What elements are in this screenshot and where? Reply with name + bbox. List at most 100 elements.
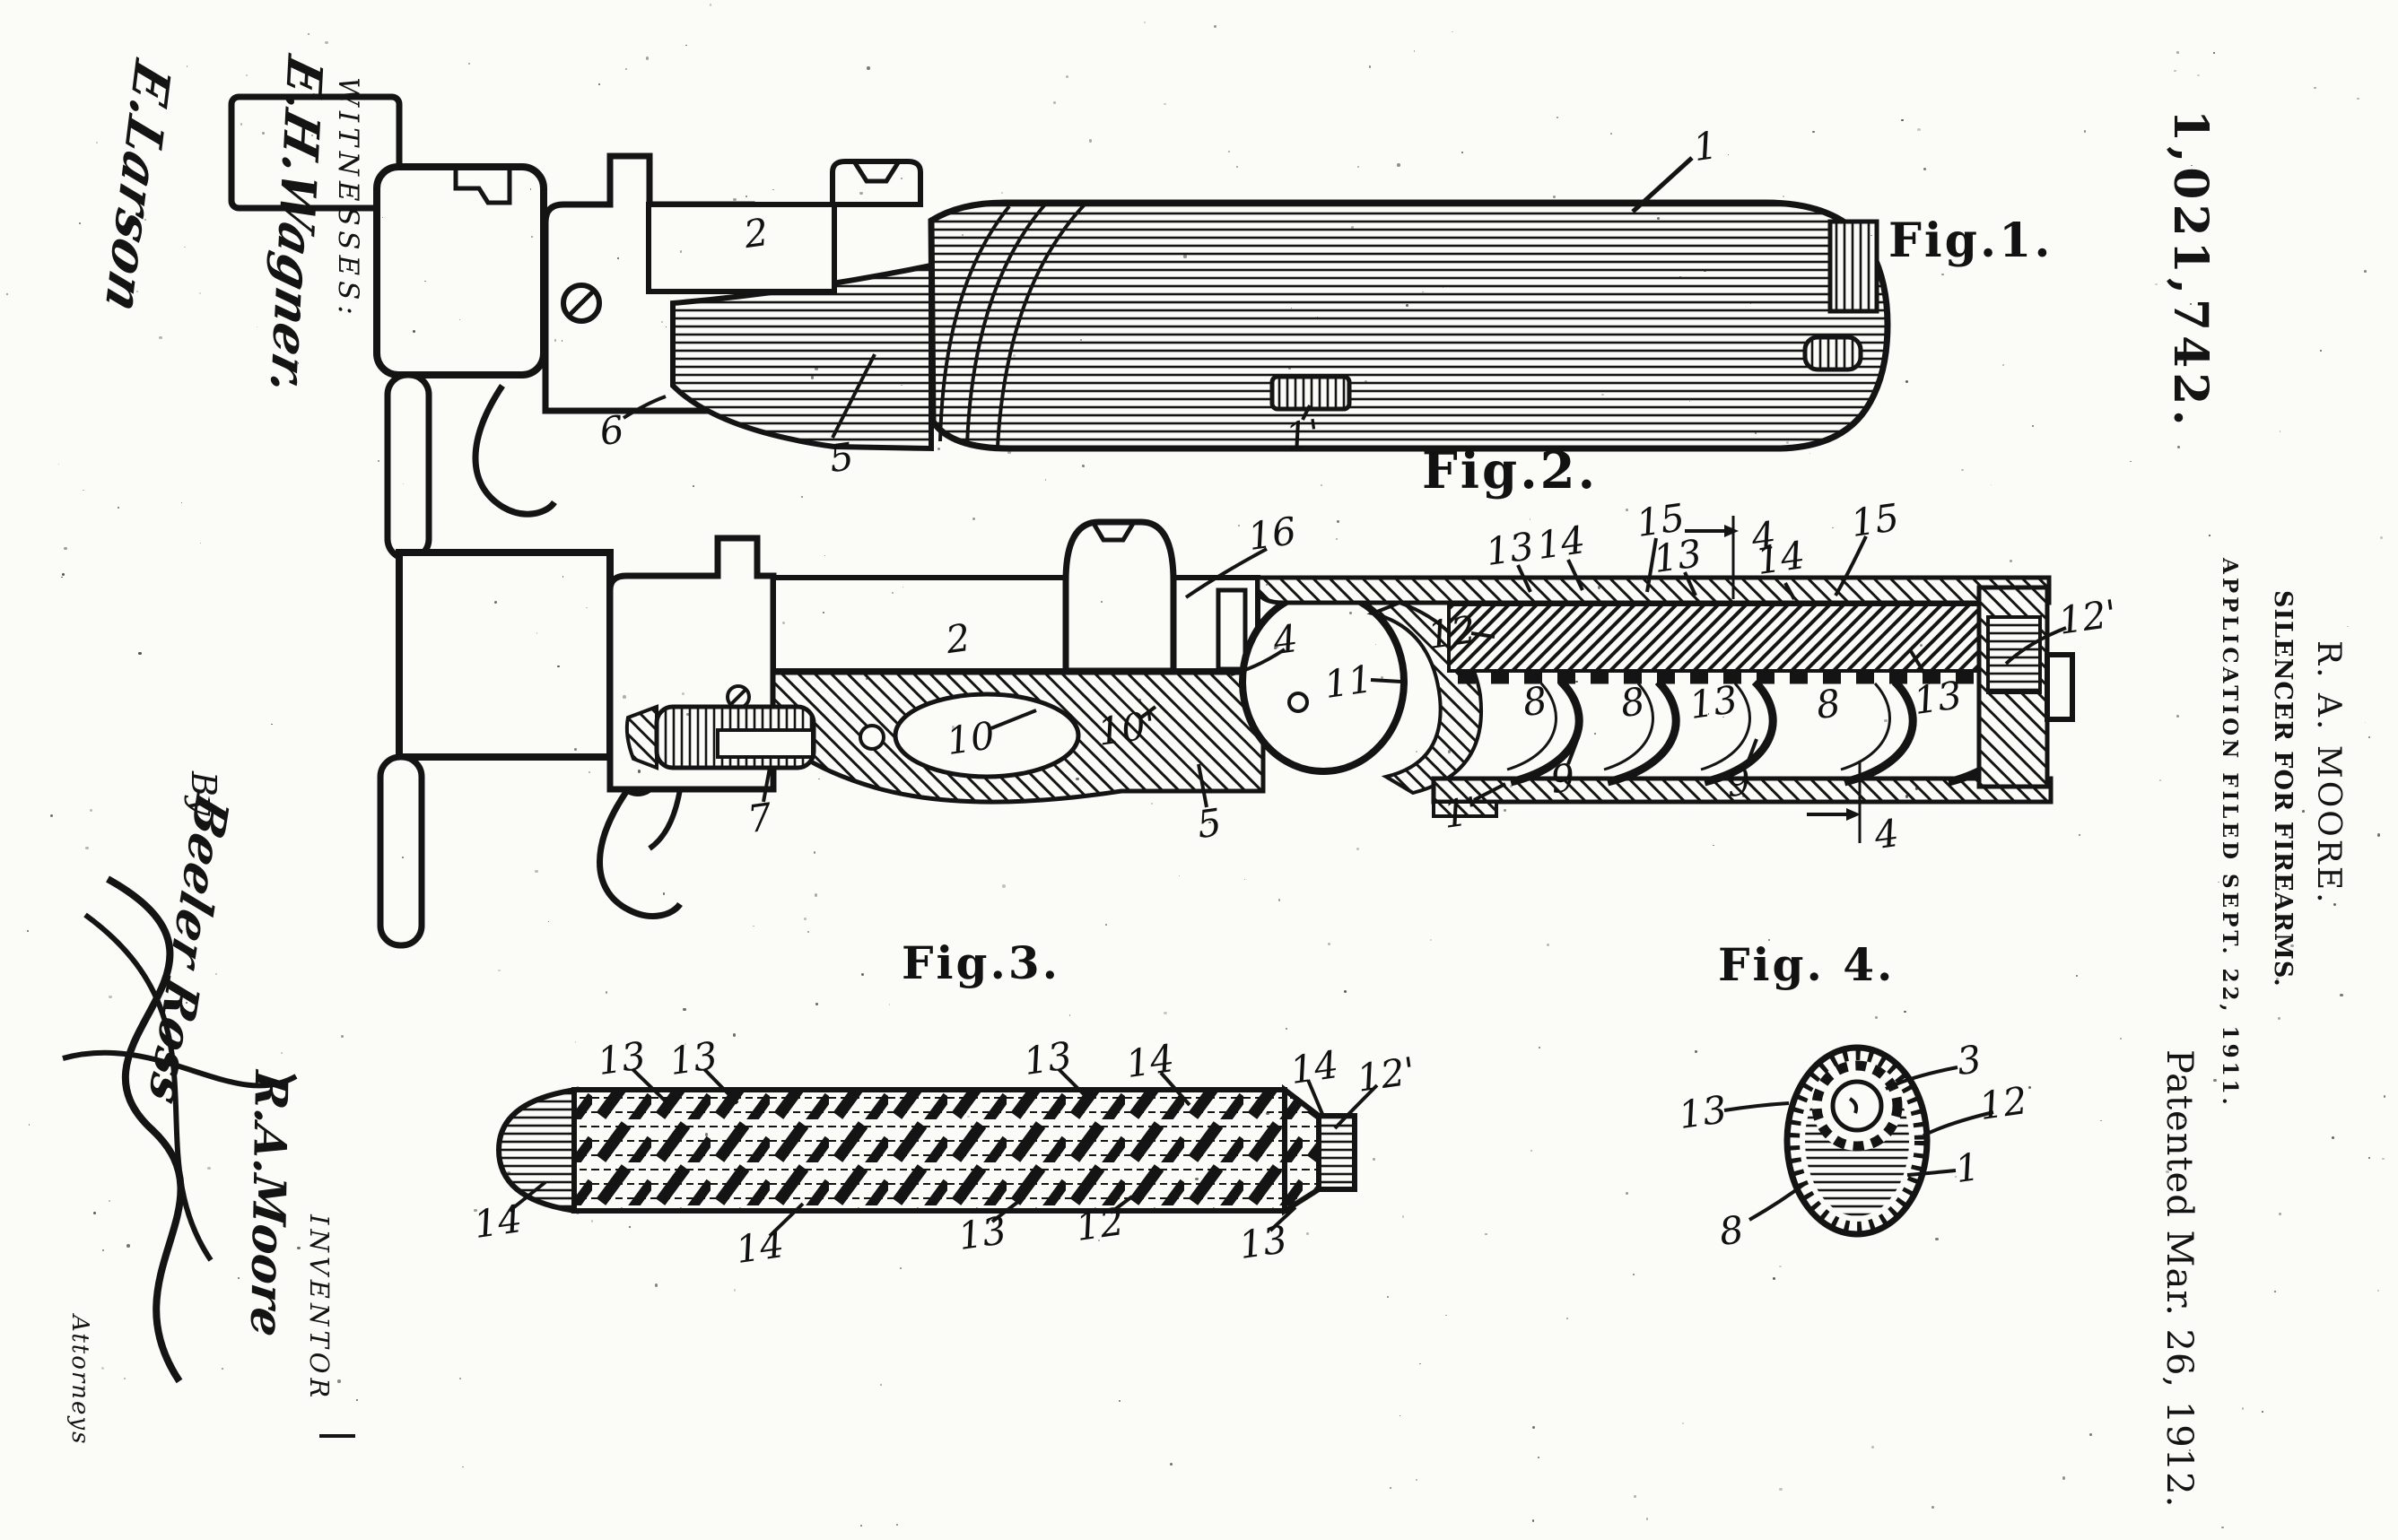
speckle xyxy=(1002,884,1006,888)
speckle xyxy=(2009,559,2013,563)
speckle xyxy=(1504,809,1507,813)
speckle xyxy=(1076,777,1079,781)
speckle xyxy=(2356,97,2359,100)
speckle xyxy=(1785,441,1789,444)
speckle xyxy=(972,518,975,521)
speckle xyxy=(1485,1232,1487,1236)
speckle xyxy=(423,280,426,283)
speckle xyxy=(1243,878,1246,881)
speckle xyxy=(662,892,666,896)
speckle xyxy=(61,572,65,577)
speckle xyxy=(1703,268,1706,272)
speckle xyxy=(1546,944,1550,947)
ref-numeral-13: 13 xyxy=(955,1208,1009,1258)
speckle xyxy=(625,68,628,71)
speckle xyxy=(458,1378,461,1380)
speckle xyxy=(1901,118,1904,122)
speckle xyxy=(2190,303,2192,305)
speckle xyxy=(1905,795,1909,798)
speckle xyxy=(2274,774,2279,778)
speckle xyxy=(1422,291,1425,293)
ref-numeral-10': 10' xyxy=(1094,702,1159,754)
speckle xyxy=(1657,216,1661,220)
speckle xyxy=(378,459,380,462)
ref-numeral-12: 12 xyxy=(1976,1078,2030,1128)
speckle xyxy=(1164,1011,1167,1014)
speckle xyxy=(79,222,81,224)
speckle xyxy=(1013,354,1016,358)
speckle xyxy=(1553,196,1557,199)
inventor-signature: R.A.Moore xyxy=(240,1068,298,1340)
speckle xyxy=(126,1244,130,1248)
speckle xyxy=(1208,821,1211,824)
speckle xyxy=(1000,191,1003,195)
speckle xyxy=(807,931,810,934)
inventor-name-line: R. A. MOORE. xyxy=(2310,640,2347,906)
speckle xyxy=(1290,307,1293,309)
speckle xyxy=(1537,1456,1540,1458)
speckle xyxy=(888,1004,891,1005)
speckle xyxy=(474,1208,477,1213)
speckle xyxy=(1549,212,1552,214)
speckle xyxy=(597,83,601,86)
speckle xyxy=(2031,424,2035,428)
speckle xyxy=(2278,1017,2280,1020)
speckle xyxy=(1430,939,1432,942)
speckle xyxy=(2079,833,2081,836)
speckle xyxy=(2228,853,2232,857)
speckle xyxy=(2376,833,2381,837)
speckle xyxy=(1088,139,1092,143)
speckle xyxy=(733,197,737,202)
speckle xyxy=(865,677,868,680)
speckle xyxy=(1941,273,1944,276)
inventor-heading: INVENTOR xyxy=(304,1214,335,1403)
speckle xyxy=(1811,130,1815,134)
figure-1-drawing xyxy=(228,93,1891,562)
speckle xyxy=(1779,1265,1782,1267)
speckle xyxy=(1442,286,1444,288)
ref-numeral-13: 13 xyxy=(1236,1217,1290,1267)
speckle xyxy=(815,367,818,370)
speckle xyxy=(867,66,870,70)
speckle xyxy=(896,1523,899,1526)
speckle xyxy=(1626,509,1629,512)
speckle xyxy=(1865,978,1869,981)
speckle xyxy=(238,1276,240,1279)
speckle xyxy=(813,851,815,854)
figure-3-label: Fig.3. xyxy=(902,936,1061,989)
speckle xyxy=(1316,317,1318,318)
ref-numeral-1': 1' xyxy=(1282,411,1323,459)
speckle xyxy=(1380,675,1383,680)
figure-4-drawing xyxy=(1723,1044,1994,1238)
speckle xyxy=(109,1199,111,1202)
speckle xyxy=(2209,535,2211,536)
speckle xyxy=(1626,1192,1628,1195)
speckle xyxy=(136,290,139,292)
speckle xyxy=(2333,902,2336,906)
speckle xyxy=(618,155,620,158)
speckle xyxy=(590,1220,594,1223)
speckle xyxy=(1406,304,1408,307)
speckle xyxy=(2279,1213,2282,1216)
speckle xyxy=(1990,483,1993,486)
speckle xyxy=(891,592,894,595)
speckle xyxy=(1356,847,1359,850)
speckle xyxy=(325,40,328,45)
speckle xyxy=(1773,1277,1775,1281)
speckle xyxy=(1183,255,1187,258)
speckle xyxy=(271,723,273,726)
ref-numeral-14: 14 xyxy=(1123,1036,1177,1086)
speckle xyxy=(90,809,93,813)
ref-numeral-10: 10 xyxy=(944,713,998,763)
ref-numeral-13: 13 xyxy=(667,1033,720,1083)
speckle xyxy=(681,692,685,696)
speckle xyxy=(704,1133,709,1136)
speckle xyxy=(1594,733,1596,735)
witnesses-heading: WITNESSES: xyxy=(332,77,364,320)
speckle xyxy=(2376,1290,2379,1292)
speckle xyxy=(199,543,202,544)
speckle xyxy=(589,771,591,774)
speckle xyxy=(507,1170,510,1175)
